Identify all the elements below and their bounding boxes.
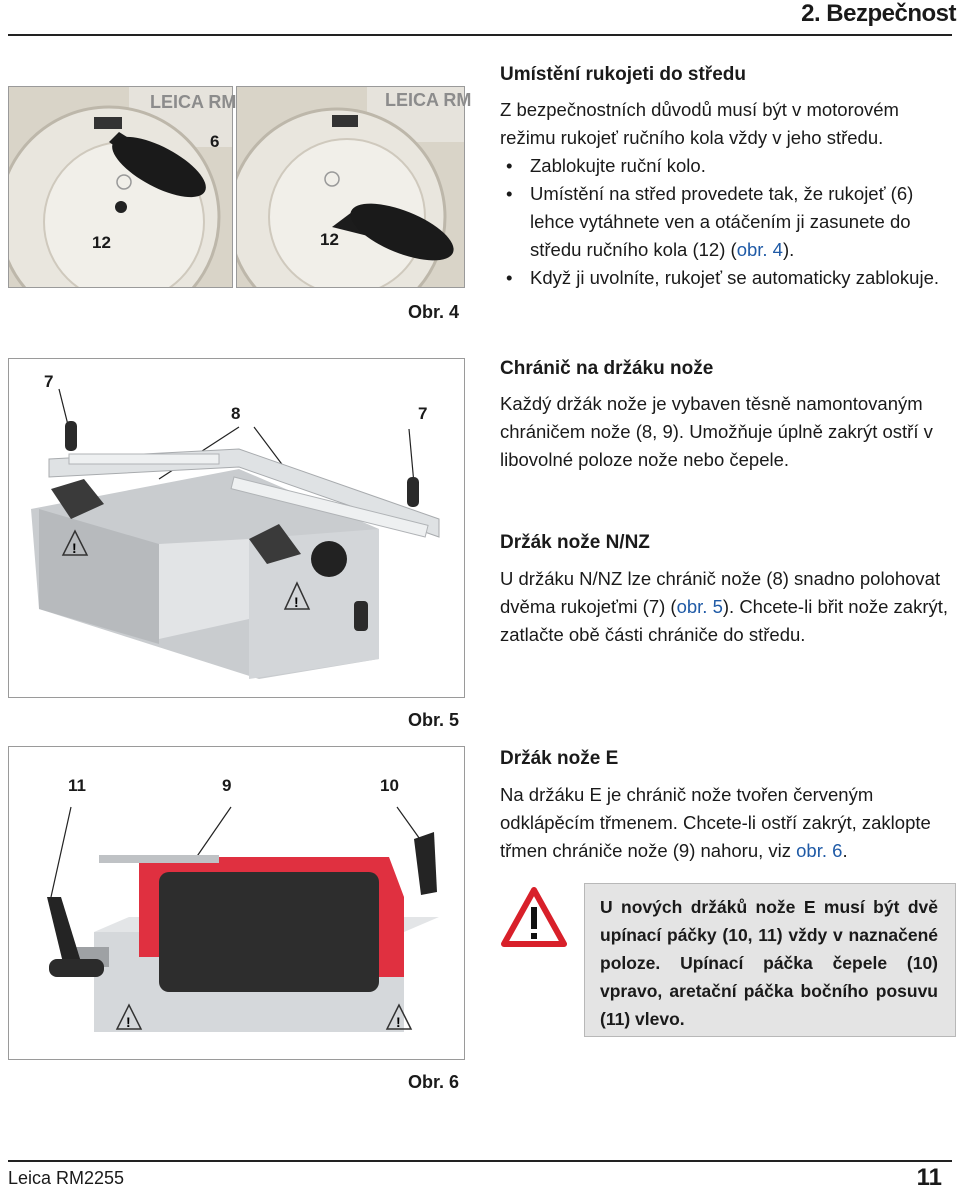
heading-knife-holder-nnz: Držák nože N/NZ xyxy=(500,532,650,553)
svg-text:!: ! xyxy=(126,1014,131,1030)
header-divider xyxy=(8,34,952,36)
figure-5-reference[interactable]: obr. 5 xyxy=(676,596,723,617)
callout-lateral-lever: 11 xyxy=(68,776,86,795)
callout-guard-handle-right: 7 xyxy=(418,404,428,423)
callout-knife-guard: 8 xyxy=(231,404,241,423)
svg-text:!: ! xyxy=(72,540,77,556)
heading-handle-centering: Umístění rukojeti do středu xyxy=(500,64,746,85)
callout-handwheel-right: 12 xyxy=(320,230,339,249)
bullet-center-handle: Umístění na střed provedete tak, že ruko… xyxy=(500,180,958,264)
brand-label-left: LEICA RM22 xyxy=(150,92,257,112)
callout-handwheel-left: 12 xyxy=(92,233,111,252)
figure-6-caption: Obr. 6 xyxy=(408,1072,460,1092)
svg-text:!: ! xyxy=(294,594,299,610)
callout-blade-lever: 10 xyxy=(380,776,399,795)
section2-body: Každý držák nože je vybaven těsně namont… xyxy=(500,393,933,470)
section3-body: U držáku N/NZ lze chránič nože (8) snadn… xyxy=(500,568,949,645)
figure-6-reference[interactable]: obr. 6 xyxy=(796,840,843,861)
bullet-lock-wheel: Zablokujte ruční kolo. xyxy=(500,152,958,180)
knife-holder-nnz-illustration: ! ! xyxy=(31,388,440,679)
figure-5-caption: Obr. 5 xyxy=(408,710,460,730)
heading-knife-guard: Chránič na držáku nože xyxy=(500,358,714,379)
knife-holder-e-illustration: ! ! xyxy=(47,806,439,1032)
callout-red-guard: 9 xyxy=(222,776,232,795)
section4-body: Na držáku E je chránič nože tvořen červe… xyxy=(500,784,931,861)
heading-knife-holder-e: Držák nože E xyxy=(500,748,619,769)
handwheel-illustration-right xyxy=(237,87,464,287)
warning-triangle-icon xyxy=(501,887,567,947)
footer-divider xyxy=(8,1160,952,1162)
callout-guard-handle-left: 7 xyxy=(44,372,54,391)
page-number: 11 xyxy=(916,1164,942,1191)
figure-4-caption: Obr. 4 xyxy=(408,302,460,322)
section-title: 2. Bezpečnost xyxy=(801,0,956,27)
footer-model: Leica RM2255 xyxy=(8,1168,125,1188)
figure-5-photo: ! ! xyxy=(8,358,465,698)
figure-4-photo-right xyxy=(236,86,465,288)
warning-text: U nových držáků nože E musí být dvě upín… xyxy=(600,897,938,1029)
callout-handle: 6 xyxy=(210,132,220,151)
section1-bullets: Zablokujte ruční kolo. Umístění na střed… xyxy=(500,152,958,292)
warning-box xyxy=(584,883,956,1037)
brand-label-right: LEICA RM xyxy=(385,90,472,110)
figure-6-photo: ! ! xyxy=(8,746,465,1060)
bullet-auto-lock: Když ji uvolníte, rukojeť se automaticky… xyxy=(500,264,958,292)
figure-4-photo-left xyxy=(8,86,233,288)
section1-intro: Z bezpečnostních důvodů musí být v motor… xyxy=(500,99,899,148)
svg-text:!: ! xyxy=(396,1014,401,1030)
figure-4-reference[interactable]: obr. 4 xyxy=(736,239,783,260)
handwheel-illustration-left xyxy=(9,87,232,287)
section1-body: Z bezpečnostních důvodů musí být v motor… xyxy=(500,96,958,292)
